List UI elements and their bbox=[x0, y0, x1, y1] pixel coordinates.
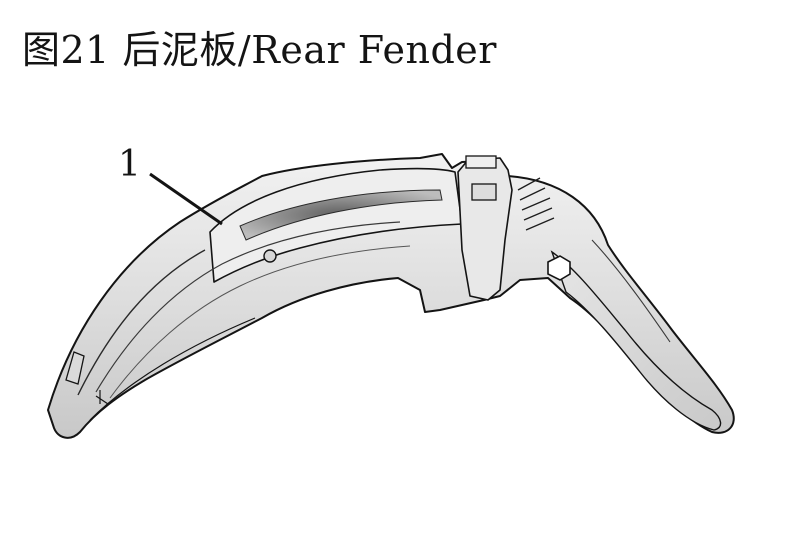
fender-lower-rim bbox=[89, 317, 256, 421]
left-end-marks bbox=[95, 390, 109, 405]
fender-groove bbox=[239, 189, 443, 241]
fender-tail bbox=[550, 250, 722, 431]
figure-title: 图21 后泥板/Rear Fender bbox=[22, 28, 497, 72]
callout-leader-line bbox=[149, 172, 223, 226]
fender-inner-channel-3 bbox=[109, 245, 411, 399]
bracket-tab-top bbox=[465, 155, 497, 169]
callout-number: 1 bbox=[118, 144, 141, 185]
fender-inner-channel-2 bbox=[95, 221, 401, 393]
tail-edge-line bbox=[591, 239, 671, 343]
mounting-boss bbox=[263, 249, 277, 263]
left-end-clip bbox=[65, 351, 85, 385]
hex-hole bbox=[547, 255, 571, 281]
ribbed-section bbox=[517, 177, 555, 231]
bracket-tab bbox=[471, 183, 497, 201]
fender-inner-channel bbox=[77, 249, 206, 396]
